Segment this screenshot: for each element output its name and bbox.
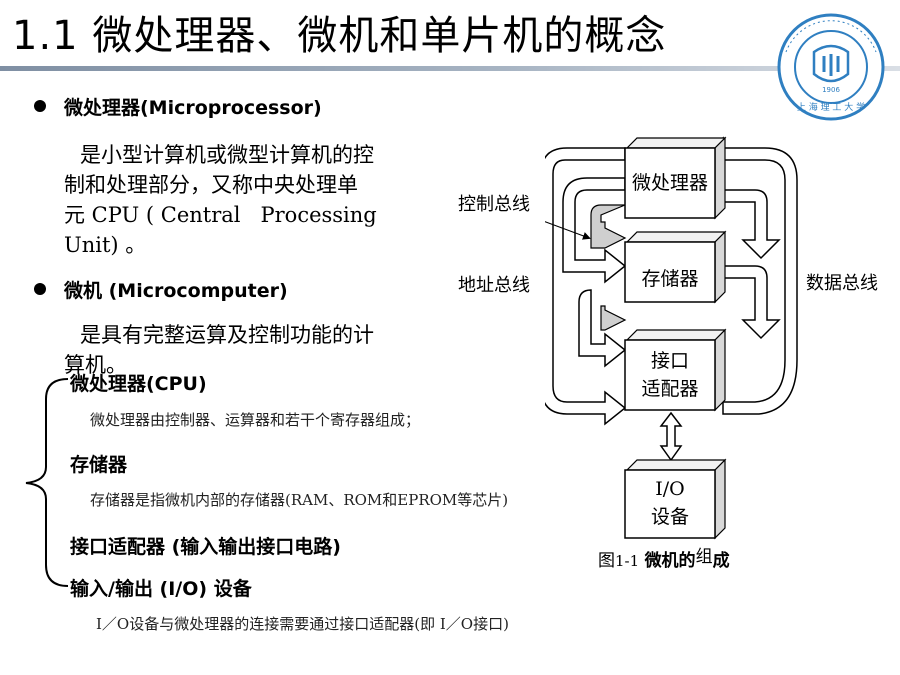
bus-path [562, 177, 627, 284]
bullet-dot-icon [34, 283, 46, 295]
section-body-microprocessor: 是小型计算机或微型计算机的控 制和处理部分，又称中央处理单 元 CPU ( Ce… [64, 140, 444, 260]
body-line: 元 CPU ( Central Processing [64, 203, 377, 227]
data-bus-path [722, 265, 781, 340]
address-bus-path [545, 147, 627, 426]
component-desc: 微处理器由控制器、运算器和若干个寄存器组成； [90, 411, 421, 429]
address-bus-label: 地址总线 [458, 275, 530, 296]
bullet-dot-icon [34, 100, 46, 112]
figure-caption: 图1-1 微机的组成 [598, 546, 730, 571]
caption-end: 成 [712, 551, 730, 571]
microcomputer-diagram [545, 136, 798, 540]
seal-chinese: 上 海 理 工 大 学 [797, 101, 865, 113]
control-bus-path [590, 204, 627, 249]
caption-mid: 组 [695, 547, 713, 567]
section-body-microcomputer: 是具有完整运算及控制功能的计 算机。 [64, 320, 444, 380]
memory-box [624, 241, 716, 303]
caption-number: 1-1 [615, 552, 640, 570]
component-name: 接口适配器 (输入输出接口电路) [70, 536, 341, 558]
data-bus-label: 数据总线 [806, 273, 878, 294]
memory-box-label: 存储器 [641, 268, 699, 290]
control-bus-path [600, 305, 627, 331]
io-box [624, 469, 716, 539]
interface-box-label-2: 适配器 [641, 378, 699, 400]
bus-path [578, 289, 627, 368]
slide-title: 1.1 微处理器、微机和单片机的概念 [12, 13, 667, 59]
control-bus-label: 控制总线 [458, 194, 530, 215]
body-line: 算机。 [64, 353, 127, 377]
io-box-label-1: I/O [655, 478, 685, 500]
left-brace-icon [25, 378, 69, 587]
body-line: 制和处理部分，又称中央处理单 [64, 173, 358, 197]
component-name: 输入/输出 (I/O) 设备 [70, 578, 252, 600]
section-heading-microprocessor: 微处理器(Microprocessor) [64, 97, 322, 119]
cpu-box [624, 147, 716, 219]
body-line: 是小型计算机或微型计算机的控 [80, 143, 374, 167]
component-desc: I／O设备与微处理器的连接需要通过接口适配器(即 I／O接口) [96, 615, 509, 633]
data-bus-path [722, 189, 781, 260]
university-seal-icon: 1906 上 海 理 工 大 学 [777, 13, 885, 121]
caption-bold: 微机的 [644, 551, 696, 571]
section-heading-microcomputer: 微机 (Microcomputer) [64, 280, 288, 302]
caption-prefix: 图 [598, 551, 615, 571]
data-bus-path [703, 136, 798, 415]
body-line: Unit) 。 [64, 233, 147, 257]
component-name: 微处理器(CPU) [70, 373, 207, 395]
title-underline [0, 66, 900, 71]
interface-box-label-1: 接口 [650, 350, 689, 372]
body-line: 是具有完整运算及控制功能的计 [80, 323, 374, 347]
component-desc: 存储器是指微机内部的存储器(RAM、ROM和EPROM等芯片) [90, 491, 509, 509]
interface-box [624, 339, 716, 411]
component-name: 存储器 [70, 454, 128, 476]
seal-year: 1906 [822, 86, 840, 94]
io-box-label-2: 设备 [650, 506, 689, 528]
cpu-box-label: 微处理器 [631, 172, 708, 194]
interface-io-arrow [659, 411, 683, 462]
